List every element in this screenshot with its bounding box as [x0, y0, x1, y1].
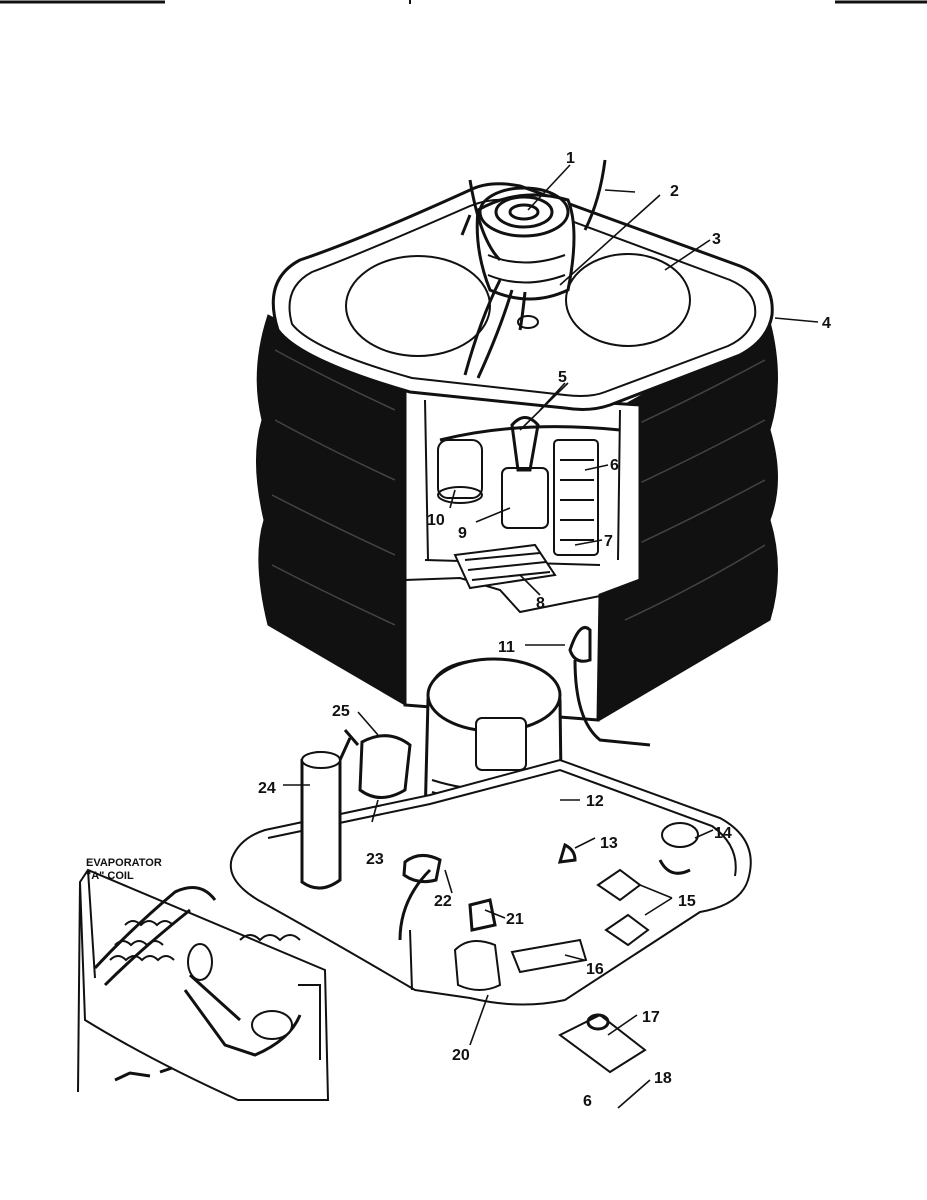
callout-15: 15: [678, 893, 696, 910]
fan-motor: [460, 159, 607, 379]
fittings: [358, 626, 699, 1074]
leader-lines: [283, 164, 819, 1109]
callout-10: 10: [427, 512, 445, 529]
callout-4: 4: [822, 315, 831, 332]
callout-20: 20: [452, 1047, 470, 1064]
callout-14: 14: [714, 825, 732, 842]
evaporator-inset: EVAPORATOR "A" COIL: [77, 857, 330, 1101]
inset-title-line2: "A" COIL: [86, 870, 134, 882]
callout-24: 24: [258, 780, 276, 797]
callout-8: 8: [536, 595, 545, 612]
callout-25: 25: [332, 703, 350, 720]
callout-2: 2: [670, 183, 679, 200]
corner-mark: 6: [583, 1093, 592, 1110]
inset-title-line1: EVAPORATOR: [86, 857, 162, 869]
base-pan: [229, 758, 752, 1006]
control-components: [437, 416, 621, 590]
callout-11: 11: [498, 639, 515, 656]
callout-13: 13: [600, 835, 618, 852]
callout-18: 18: [654, 1070, 672, 1087]
callout-17: 17: [642, 1009, 660, 1026]
scan-edge-marks: [0, 0, 927, 4]
callout-3: 3: [712, 231, 721, 248]
callout-21: 21: [506, 911, 524, 928]
callout-12: 12: [586, 793, 604, 810]
callout-1: 1: [566, 150, 575, 167]
callout-labels: 1 2 3 4 5 6 7 8 9 10 11 12 13 14 15 16 1…: [258, 150, 831, 1110]
callout-22: 22: [434, 893, 452, 910]
callout-6: 6: [610, 457, 619, 474]
callout-16: 16: [586, 961, 604, 978]
right-coil-side: [599, 321, 778, 721]
callout-9: 9: [458, 525, 467, 542]
left-coil-side: [255, 314, 411, 706]
callout-5: 5: [558, 369, 567, 386]
accumulator: [300, 729, 360, 890]
callout-7: 7: [604, 533, 613, 550]
callout-23: 23: [366, 851, 384, 868]
